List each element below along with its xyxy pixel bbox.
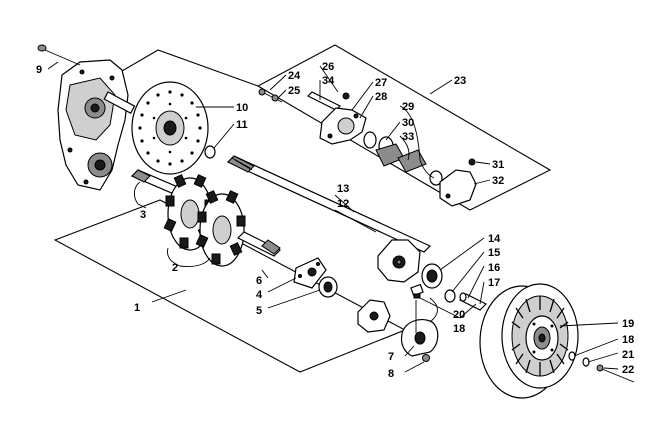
brake-disc (131, 81, 209, 175)
spacer-sleeve (458, 292, 488, 311)
callout-18-right: 18 (622, 334, 634, 346)
nut-8 (422, 354, 430, 362)
callout-24: 24 (288, 70, 301, 82)
bearing-15 (421, 263, 443, 289)
callout-25: 25 (288, 85, 300, 97)
drive-sprocket-right (195, 190, 246, 267)
callout-10: 10 (236, 102, 248, 114)
callout-11: 11 (236, 119, 248, 131)
group-frame-upper (109, 49, 259, 87)
callout-14: 14 (488, 233, 501, 245)
callout-8: 8 (388, 368, 394, 380)
sprocket-gear-upper (377, 239, 421, 283)
callout-4: 4 (256, 289, 263, 301)
callout-31: 31 (492, 159, 504, 171)
washer-16 (444, 289, 456, 303)
speed-sensor (410, 283, 424, 299)
caliper-pin-34 (306, 91, 342, 111)
piston-seal-29 (363, 131, 377, 149)
callout-29: 29 (402, 101, 414, 113)
drive-wheel-pulley (479, 283, 579, 399)
callout-18-left: 18 (453, 323, 465, 335)
sprocket-gear-lower (357, 299, 391, 333)
callout-5: 5 (256, 305, 262, 317)
bearing-flange-plate (293, 257, 327, 289)
callout-22: 22 (622, 364, 634, 376)
bearing-5 (318, 276, 338, 298)
callout-23: 23 (454, 75, 466, 87)
callout-21: 21 (622, 349, 634, 361)
callout-6: 6 (256, 275, 262, 287)
drive-shaft-lower-end (261, 239, 281, 255)
callout-34: 34 (322, 75, 335, 87)
caliper-bolt-24 (258, 88, 283, 103)
callout-3: 3 (140, 209, 146, 221)
washer-25 (271, 94, 279, 102)
group-frame-brake-caliper (256, 44, 552, 211)
callouts: 1 2 3 4 5 6 7 8 9 10 11 12 13 14 15 16 1… (36, 61, 634, 380)
callout-30: 30 (402, 117, 414, 129)
leader-lines (47, 61, 619, 373)
gearcase-housing (57, 59, 136, 191)
bearing-cap (400, 297, 439, 357)
callout-26: 26 (322, 61, 334, 73)
bolt-22 (596, 364, 635, 383)
drive-shaft-long (226, 155, 432, 253)
callout-9: 9 (36, 64, 42, 76)
callout-32: 32 (492, 175, 504, 187)
caliper-body-27 (319, 107, 367, 145)
bleeder-26 (342, 92, 350, 100)
callout-28: 28 (375, 91, 387, 103)
o-ring-11 (204, 145, 216, 159)
callout-1: 1 (134, 302, 140, 314)
callout-15: 15 (488, 247, 500, 259)
callout-27: 27 (375, 77, 387, 89)
callout-2: 2 (172, 262, 178, 274)
bleeder-31 (468, 158, 476, 166)
callout-12: 12 (337, 198, 349, 210)
callout-13: 13 (337, 183, 349, 195)
brake-pad-33b (397, 149, 427, 173)
callout-20: 20 (453, 309, 465, 321)
callout-19: 19 (622, 318, 634, 330)
callout-17: 17 (488, 277, 500, 289)
bolt-9 (37, 44, 81, 66)
callout-33: 33 (402, 131, 414, 143)
o-ring-caliper (429, 170, 443, 186)
caliper-body-32 (439, 169, 477, 207)
callout-16: 16 (488, 262, 500, 274)
callout-7: 7 (388, 351, 394, 363)
